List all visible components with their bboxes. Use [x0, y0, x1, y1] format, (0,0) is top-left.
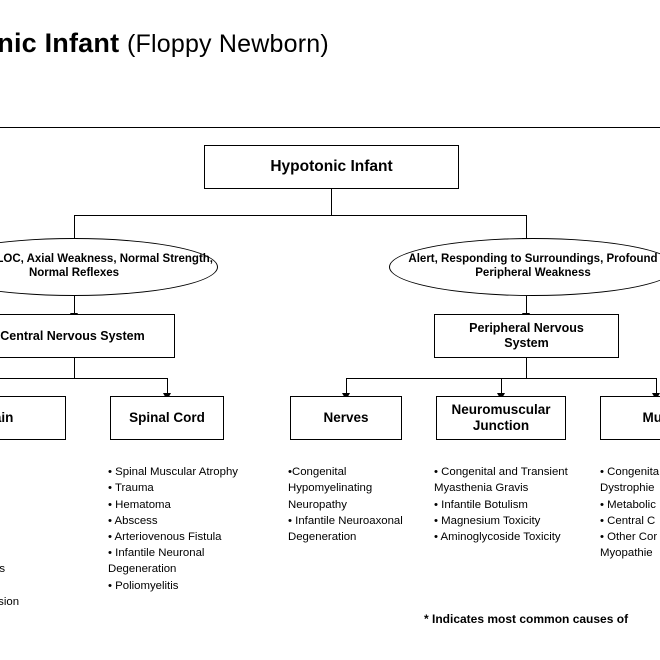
page-title-main: potonic Infant: [0, 28, 120, 58]
node-spinal-cord[interactable]: Spinal Cord: [110, 396, 224, 440]
connector-right-to-pns: [526, 296, 527, 314]
connector-root-split: [74, 215, 526, 216]
node-neuromuscular-junction-label: Neuromuscular Junction: [451, 402, 551, 433]
node-left-criteria-label: Decreased LOC, Axial Weakness, Normal St…: [0, 253, 214, 279]
node-hypotonic-infant-label: Hypotonic Infant: [270, 157, 393, 175]
list-nerves-causes: •Congenital Hypomyelinating Neuropathy •…: [288, 448, 430, 561]
list-nerves-causes-items: •Congenital Hypomyelinating Neuropathy •…: [288, 466, 403, 543]
connector-cns-to-spinal-cord: [167, 378, 168, 394]
connector-pns-to-muscle: [656, 378, 657, 394]
connector-root-stub: [331, 189, 332, 215]
node-muscle-label: Mus: [642, 410, 660, 426]
node-right-criteria-label: Alert, Responding to Surroundings, Profo…: [408, 253, 658, 279]
node-brain[interactable]: rain: [0, 396, 66, 440]
list-muscle-causes-items: • Congenita Dystrophie • Metabolic • Cen…: [600, 466, 660, 560]
connector-right-drop: [526, 215, 527, 239]
list-nmj-causes-items: • Congenital and Transient Myasthenia Gr…: [434, 466, 568, 543]
list-brain-causes: c-Ischemic lopathy* 21* nial age fection…: [0, 448, 96, 658]
footnote: * Indicates most common causes of: [424, 612, 629, 626]
connector-left-drop: [74, 215, 75, 239]
node-muscle[interactable]: Mus: [600, 396, 660, 440]
node-nerves-label: Nerves: [323, 410, 369, 426]
connector-pns-stub: [526, 358, 527, 378]
node-neuromuscular-junction[interactable]: Neuromuscular Junction: [436, 396, 566, 440]
list-muscle-causes: • Congenita Dystrophie • Metabolic • Cen…: [600, 448, 660, 578]
node-brain-label: rain: [0, 410, 14, 426]
node-central-nervous-system[interactable]: Central Nervous System: [0, 314, 175, 358]
list-spinal-cord-causes: • Spinal Muscular Atrophy • Trauma • Hem…: [108, 448, 280, 610]
list-nmj-causes: • Congenital and Transient Myasthenia Gr…: [434, 448, 594, 561]
connector-pns-to-nmj: [501, 378, 502, 394]
title-divider: [0, 127, 660, 128]
list-brain-causes-items: c-Ischemic lopathy* 21* nial age fection…: [0, 563, 20, 608]
node-peripheral-nervous-system-label: Peripheral Nervous System: [469, 321, 584, 350]
page-title-sub: (Floppy Newborn): [126, 30, 329, 58]
connector-pns-to-nerves: [346, 378, 347, 394]
connector-cns-split: [0, 378, 167, 379]
node-left-criteria[interactable]: Decreased LOC, Axial Weakness, Normal St…: [0, 238, 218, 296]
node-spinal-cord-label: Spinal Cord: [129, 410, 205, 426]
connector-left-to-cns: [74, 296, 75, 314]
node-nerves[interactable]: Nerves: [290, 396, 402, 440]
node-hypotonic-infant[interactable]: Hypotonic Infant: [204, 145, 459, 189]
node-peripheral-nervous-system[interactable]: Peripheral Nervous System: [434, 314, 619, 358]
connector-cns-stub: [74, 358, 75, 378]
page-title: potonic Infant (Floppy Newborn): [0, 28, 558, 59]
node-central-nervous-system-label: Central Nervous System: [0, 328, 145, 343]
list-spinal-cord-causes-items: • Spinal Muscular Atrophy • Trauma • Hem…: [108, 466, 238, 592]
node-right-criteria[interactable]: Alert, Responding to Surroundings, Profo…: [389, 238, 660, 296]
